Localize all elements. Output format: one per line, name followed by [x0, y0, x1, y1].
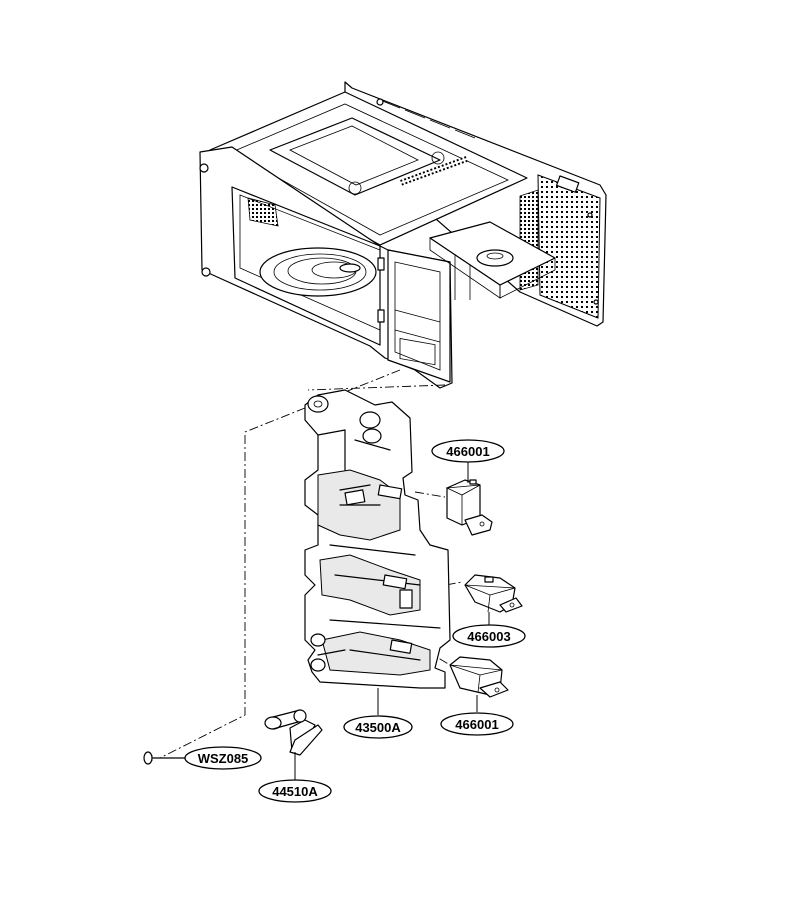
- callout-466001-lower: 466001: [440, 712, 514, 736]
- callout-label: 466001: [446, 444, 489, 459]
- callout-466003: 466003: [452, 624, 526, 648]
- latch-bracket-43500A: [304, 389, 451, 689]
- callout-44510A: 44510A: [258, 779, 332, 803]
- callout-466001-upper: 466001: [431, 439, 505, 463]
- callout-WSZ085: WSZ085: [184, 746, 262, 770]
- leader-lines: [294, 462, 490, 780]
- microswitch-upper: [445, 479, 493, 536]
- callout-label: WSZ085: [198, 751, 249, 766]
- oven-cavity-assembly: [199, 81, 607, 389]
- screw-WSZ085: [143, 751, 186, 765]
- latch-lever-44510A: [264, 709, 323, 756]
- callout-label: 44510A: [272, 784, 318, 799]
- magnetron-tray: [429, 221, 556, 300]
- top-vent-slots: [379, 99, 476, 186]
- turntable-plate: [259, 247, 377, 297]
- callout-label: 466001: [455, 717, 498, 732]
- microswitch-lower: [449, 656, 509, 698]
- callout-label: 466003: [467, 629, 510, 644]
- microswitch-middle: [464, 574, 523, 613]
- callout-label: 43500A: [355, 720, 401, 735]
- callout-43500A: 43500A: [343, 715, 413, 739]
